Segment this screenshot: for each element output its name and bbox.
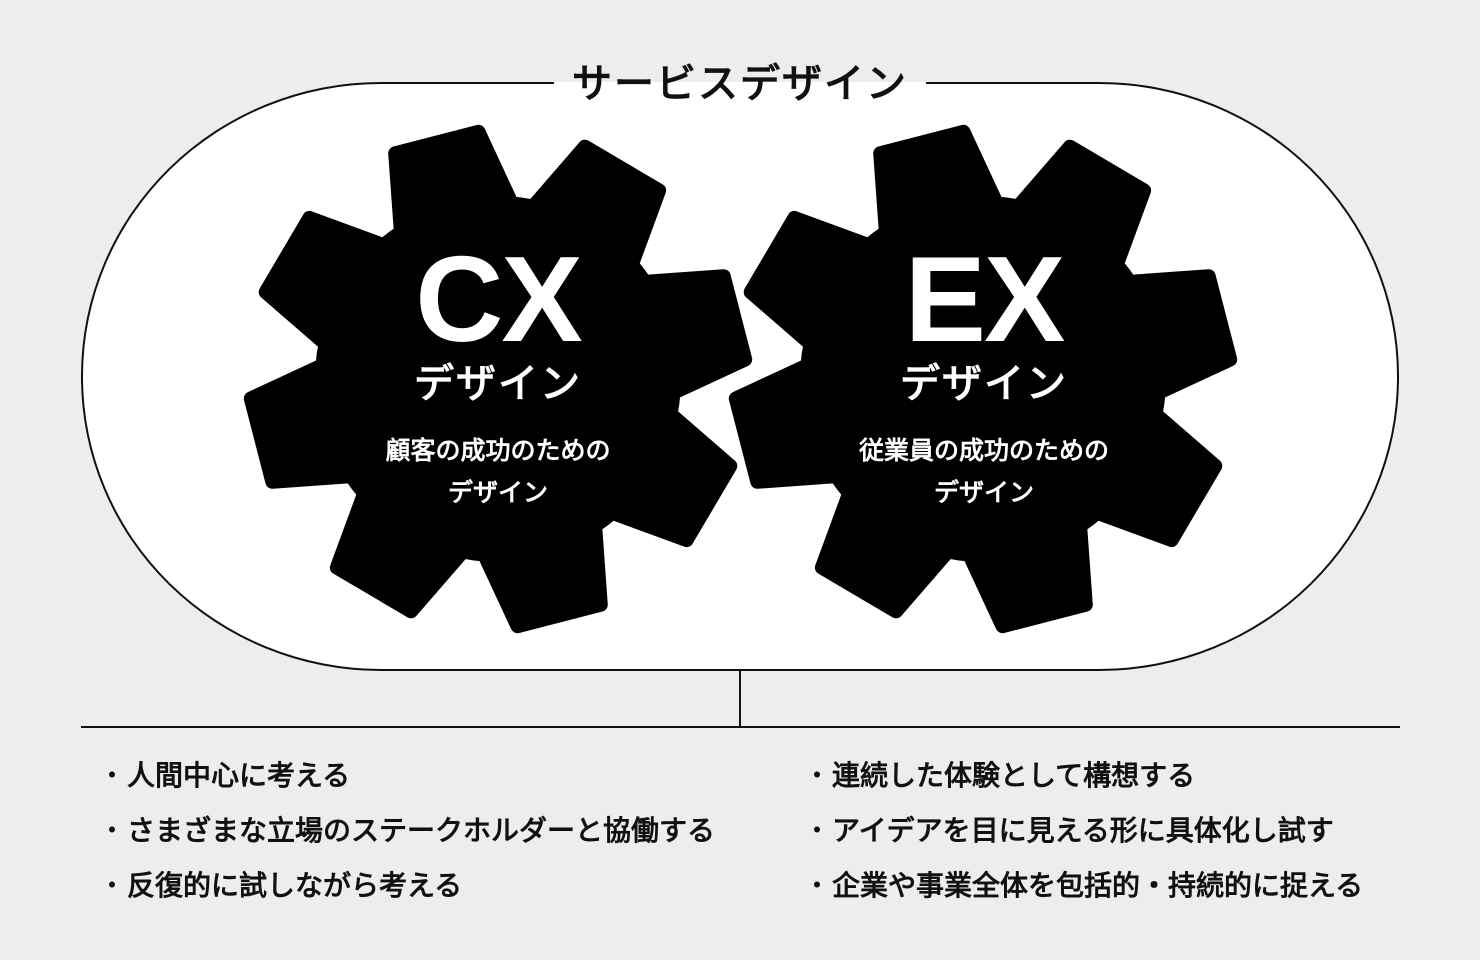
ex-description-line2: デザイン — [933, 478, 1034, 507]
diagram-title: サービスデザイン — [554, 58, 926, 110]
ex-heading: EX — [904, 231, 1066, 367]
cx-subheading: デザイン — [414, 361, 582, 407]
bullet-icon: ・ — [802, 869, 831, 902]
bullet-icon: ・ — [97, 814, 126, 847]
bullet-icon: ・ — [802, 814, 831, 847]
list-item: ・企業や事業全体を包括的・持続的に捉える — [790, 858, 1363, 913]
list-item-text: アイデアを目に見える形に具体化し試す — [832, 814, 1334, 847]
list-item: ・人間中心に考える — [85, 748, 715, 803]
connector-line — [739, 671, 741, 727]
cx-description-line1: 顧客の成功のための — [385, 436, 611, 465]
ex-points-list: ・連続した体験として構想する ・アイデアを目に見える形に具体化し試す ・企業や事… — [790, 748, 1363, 913]
list-item: ・アイデアを目に見える形に具体化し試す — [790, 803, 1363, 858]
ex-gear-label: EX デザイン 従業員の成功のための デザイン — [804, 238, 1164, 514]
list-item-text: 人間中心に考える — [127, 759, 351, 792]
cx-gear-icon — [243, 124, 753, 634]
list-item: ・連続した体験として構想する — [790, 748, 1363, 803]
list-item-text: 反復的に試しながら考える — [127, 869, 463, 902]
ex-description-line1: 従業員の成功のための — [858, 436, 1109, 465]
cx-description-line2: デザイン — [447, 478, 548, 507]
cx-points-list: ・人間中心に考える ・さまざまな立場のステークホルダーと協働する ・反復的に試し… — [85, 748, 715, 913]
cx-heading: CX — [415, 231, 582, 367]
ex-gear-icon — [728, 124, 1238, 634]
list-item: ・さまざまな立場のステークホルダーと協働する — [85, 803, 715, 858]
divider-rule — [81, 726, 1400, 728]
bullet-icon: ・ — [97, 869, 126, 902]
title-wrap: サービスデザイン — [0, 58, 1480, 110]
list-item-text: さまざまな立場のステークホルダーと協働する — [127, 814, 716, 847]
list-item-text: 連続した体験として構想する — [832, 759, 1196, 792]
bullet-icon: ・ — [802, 759, 831, 792]
bullet-icon: ・ — [97, 759, 126, 792]
cx-gear-label: CX デザイン 顧客の成功のための デザイン — [318, 238, 678, 514]
ex-subheading: デザイン — [900, 361, 1068, 407]
list-item-text: 企業や事業全体を包括的・持続的に捉える — [832, 869, 1364, 902]
list-item: ・反復的に試しながら考える — [85, 858, 715, 913]
